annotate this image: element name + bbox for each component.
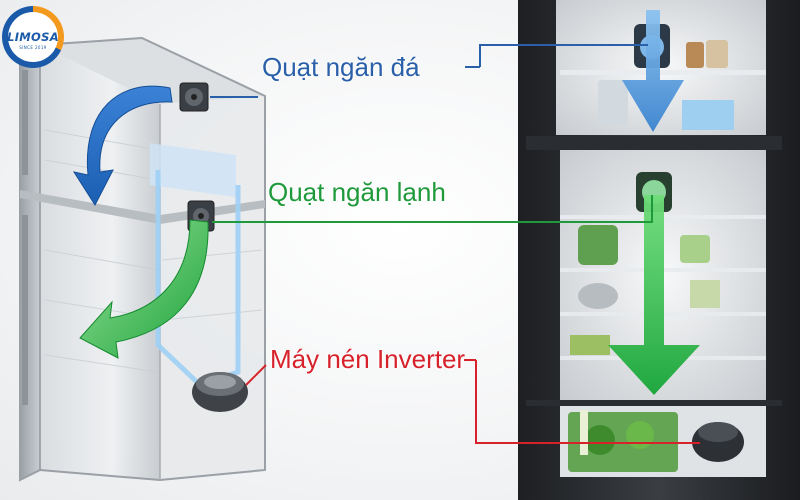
fridge-fan-label: Quạt ngăn lạnh bbox=[268, 177, 446, 207]
logo-tagline: SINCE 2019 bbox=[19, 45, 47, 50]
limosa-logo: LIMOSA SINCE 2019 bbox=[2, 6, 64, 68]
compressor-label: Máy nén Inverter bbox=[270, 344, 466, 374]
freezer-fan-label: Quạt ngăn đá bbox=[262, 52, 420, 82]
logo-name: LIMOSA bbox=[7, 30, 59, 44]
